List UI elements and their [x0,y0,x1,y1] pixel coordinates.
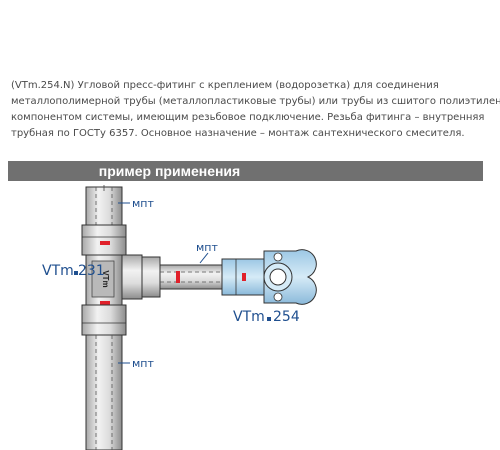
elbow-model-number: 254 [273,309,300,325]
elbow-model-prefix: VTm [233,309,265,325]
press-indicator [176,271,180,283]
description-line: (VTm.254.N) Угловой пресс-фитинг с крепл… [11,80,439,91]
pipe-label-top: мпт [132,197,154,210]
horizontal-pipe [159,264,223,290]
description-line: компонентом системы, имеющим резьбовое п… [11,112,485,123]
tee-model-label: VTm 231 [42,263,105,279]
mounting-hole [273,252,283,262]
tee-fitting: VTm [81,224,161,336]
pipe-label-bottom: мпт [132,357,154,370]
pipe-label-horizontal: мпт [196,241,218,254]
mounting-hole [273,292,283,302]
application-diagram: VTm мпт мпт мпт VTm 231 [42,185,317,450]
tee-model-number: 231 [78,263,105,279]
press-indicator [100,241,110,245]
section-title: пример применения [98,163,241,179]
section-banner: пример применения [8,161,483,181]
description-line: трубная по ГОСТу 6357. Основное назначен… [11,128,465,139]
tee-model-prefix: VTm [42,263,74,279]
tee-body-label: VTm [101,270,110,287]
product-description: (VTm.254.N) Угловой пресс-фитинг с крепл… [11,78,500,142]
press-indicator [100,301,110,305]
elbow-fitting [221,249,317,305]
vertical-pipe-bottom [85,334,123,450]
press-indicator [242,273,246,281]
elbow-model-label: VTm 254 [233,309,300,325]
description-line: металлополимерной трубы (металлопластико… [11,96,500,107]
